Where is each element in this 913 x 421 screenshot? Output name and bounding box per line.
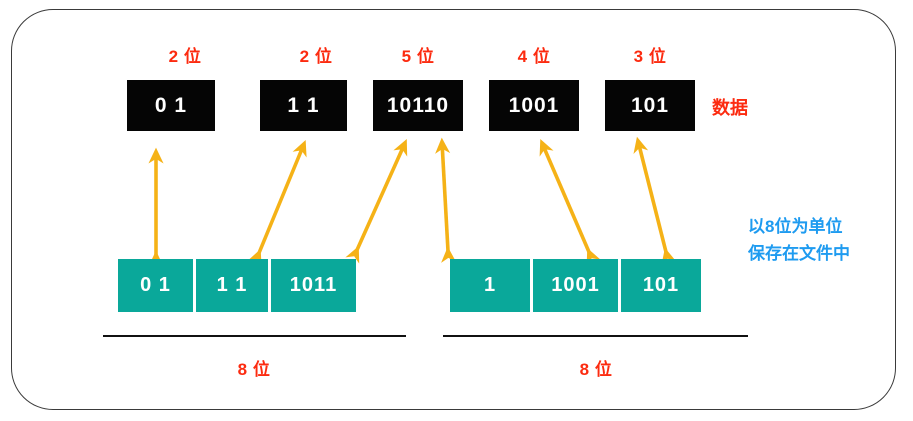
- storage-note-line-1: 以8位为单位: [748, 217, 843, 236]
- bit-count-label-3: 5 位: [401, 47, 435, 66]
- bit-count-label-1: 2 位: [168, 47, 202, 66]
- data-code-box-2: 1 1: [260, 80, 347, 131]
- data-row-label: 数据: [712, 98, 748, 118]
- data-code-box-5: 101: [605, 80, 695, 131]
- data-code-box-3: 10110: [373, 80, 463, 131]
- byte-cell-2-3: 101: [621, 259, 701, 312]
- byte-rule-line-1: [103, 335, 406, 337]
- byte-cell-1-2: 1 1: [196, 259, 268, 312]
- byte-cell-1-3: 1011: [271, 259, 356, 312]
- storage-note-line-2: 保存在文件中: [748, 244, 850, 263]
- storage-note: 以8位为单位 保存在文件中: [748, 213, 850, 267]
- data-code-box-1: 0 1: [127, 80, 215, 131]
- byte-rule-line-2: [443, 335, 748, 337]
- byte-cell-2-2: 1001: [533, 259, 618, 312]
- byte-size-label-2: 8 位: [579, 360, 613, 379]
- data-code-box-4: 1001: [489, 80, 579, 131]
- bit-count-label-2: 2 位: [299, 47, 333, 66]
- bit-count-label-4: 4 位: [517, 47, 551, 66]
- byte-size-label-1: 8 位: [237, 360, 271, 379]
- bit-count-label-5: 3 位: [633, 47, 667, 66]
- byte-cell-2-1: 1: [450, 259, 530, 312]
- diagram-frame: [11, 9, 896, 410]
- byte-cell-1-1: 0 1: [118, 259, 193, 312]
